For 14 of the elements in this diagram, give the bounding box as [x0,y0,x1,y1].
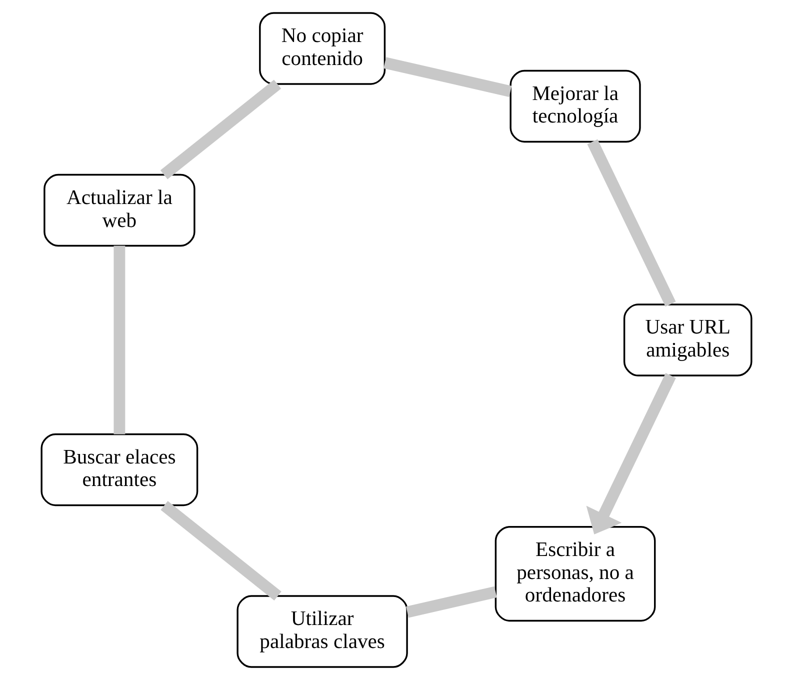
connector [406,586,496,618]
connector [383,57,512,97]
node-box: No copiar contenido [258,12,386,85]
arrow [586,373,676,534]
node-box: Escribir a personas, no a ordenadores [494,526,656,622]
node-box: Utilizar palabras claves [236,595,408,668]
node-box: Actualizar la web [43,174,195,247]
connector [586,139,676,307]
connector [160,500,281,600]
node-box: Usar URL amigables [622,304,752,376]
connector [113,246,125,434]
node-box: Mejorar la tecnología [509,70,640,143]
connector [160,80,281,180]
node-box: Buscar elaces entrantes [40,433,198,506]
